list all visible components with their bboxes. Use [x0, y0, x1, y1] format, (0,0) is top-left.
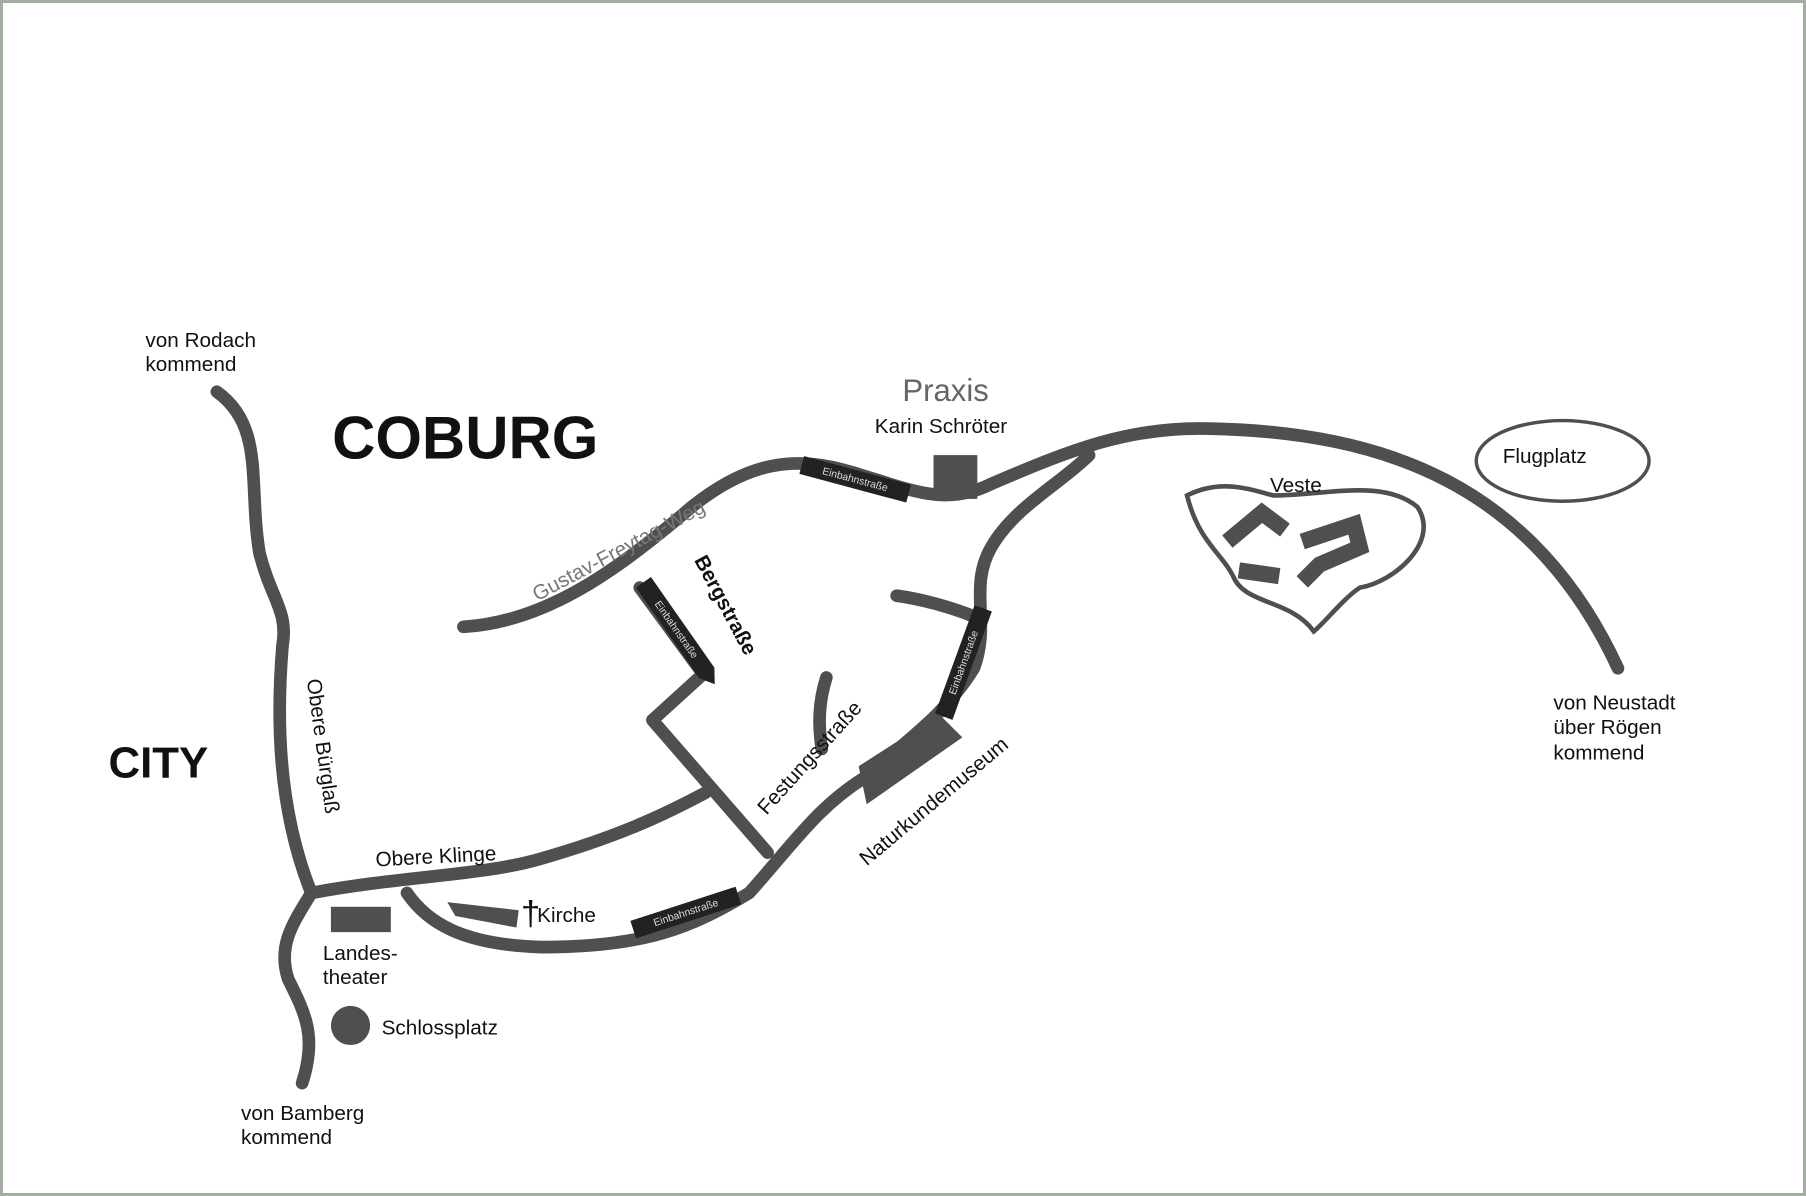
- direction-bamberg-1: von Bamberg: [241, 1102, 364, 1125]
- road-side-1: [890, 589, 981, 623]
- label-schlossplatz: Schlossplatz: [382, 1017, 498, 1040]
- label-landestheater-2: theater: [323, 966, 388, 989]
- road-obere-buerglass: [210, 385, 318, 1090]
- cross-icon: †: [521, 895, 540, 933]
- kirche-building: [447, 902, 519, 928]
- flugplatz-outline: [1474, 418, 1651, 503]
- praxis-building[interactable]: [933, 455, 978, 499]
- label-flugplatz: Flugplatz: [1503, 445, 1587, 468]
- direction-rodach-1: von Rodach: [145, 329, 256, 352]
- street-bergstrasse: Bergstraße: [689, 552, 761, 659]
- road-side-2: [813, 671, 833, 756]
- schlossplatz-marker: [330, 1005, 371, 1046]
- label-landestheater-1: Landes-: [323, 942, 398, 965]
- svg-text:Einbahnstraße: Einbahnstraße: [652, 599, 700, 661]
- label-kirche: Kirche: [537, 904, 596, 927]
- praxis-name: Karin Schröter: [875, 415, 1008, 438]
- direction-rodach-2: kommend: [145, 353, 236, 376]
- direction-neustadt-1: von Neustadt: [1553, 692, 1675, 715]
- label-veste: Veste: [1270, 474, 1322, 497]
- direction-neustadt-2: über Rögen: [1553, 716, 1661, 739]
- road-kirche-loop: [400, 771, 871, 954]
- road-obere-klinge: [304, 786, 712, 900]
- veste-castle: [1184, 484, 1426, 635]
- direction-neustadt-3: kommend: [1553, 741, 1644, 764]
- street-gustav-freytag-weg: Gustav-Freytag-Weg: [529, 495, 709, 605]
- street-festungsstrasse: Festungsstraße: [753, 697, 866, 819]
- direction-bamberg-2: kommend: [241, 1126, 332, 1149]
- oneway-sign-festung: Einbahnstraße: [935, 605, 992, 720]
- naturkundemuseum-building: [858, 714, 963, 805]
- praxis-title: Praxis: [902, 373, 988, 408]
- city-center-label: CITY: [109, 739, 209, 788]
- street-obere-buerglass: Obere Bürglaß: [302, 677, 344, 815]
- landestheater-building: [330, 906, 391, 933]
- city-title: COBURG: [332, 405, 598, 472]
